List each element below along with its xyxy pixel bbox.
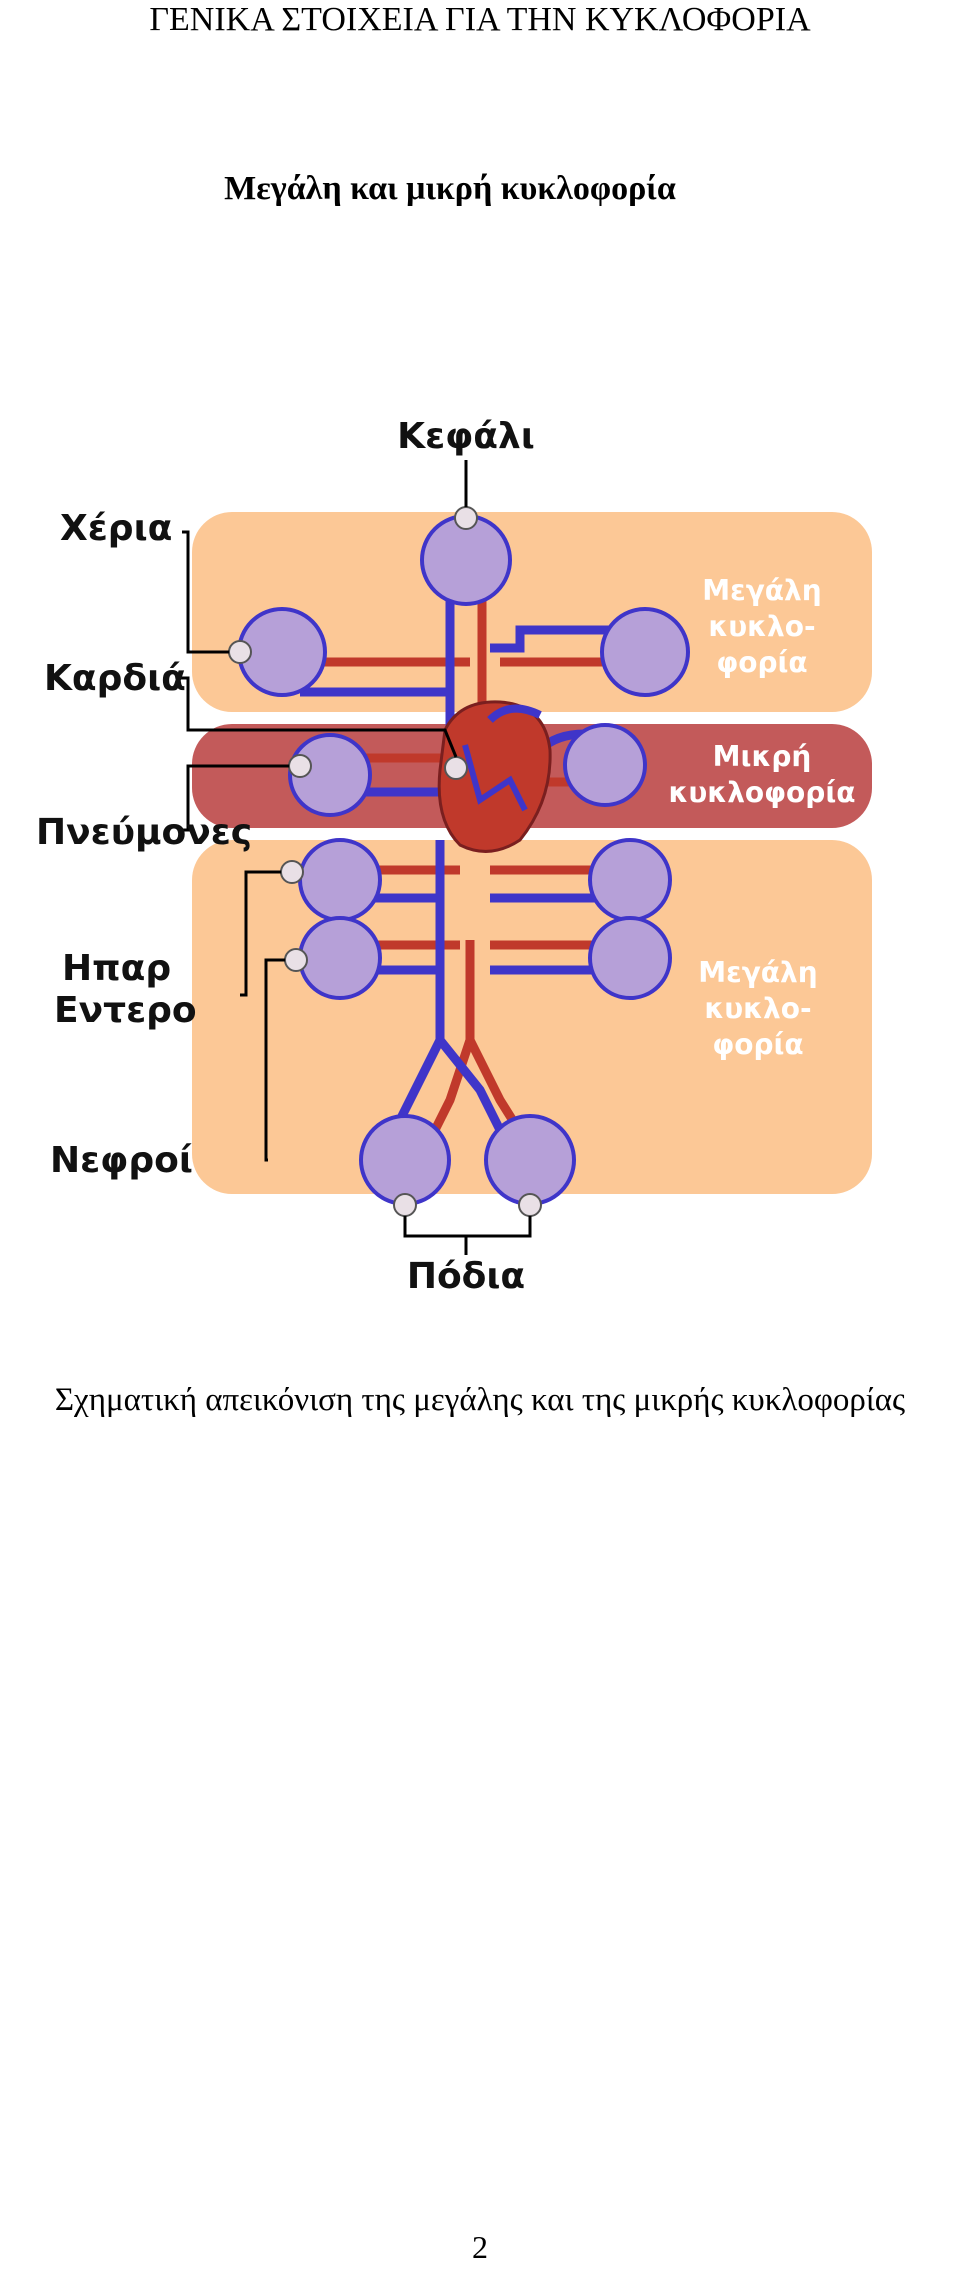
capillary-liver-right: [588, 838, 672, 922]
region-upper-line2: κυκλο-: [708, 610, 815, 643]
label-hands: Χέρια: [60, 508, 172, 549]
page-number: 2: [472, 2229, 488, 2265]
capillary-foot-left: [359, 1114, 451, 1206]
label-intestine: Εντερο: [54, 990, 197, 1031]
capillary-lungs-left: [288, 733, 372, 817]
diagram-caption: Σχηματική απεικόνιση της μεγάλης και της…: [54, 1382, 906, 1418]
circulation-diagram: Κεφάλι Χέρια Καρδιά Πνεύμονες Ηπαρ Εντερ…: [36, 416, 872, 1297]
region-lower-line1: Μεγάλη: [698, 956, 817, 989]
region-middle-line2: κυκλοφορία: [669, 776, 856, 809]
capillary-beds: [237, 514, 690, 1206]
capillary-liver: [298, 838, 382, 922]
region-lower-line3: φορία: [712, 1028, 803, 1061]
capillary-hands-right: [600, 607, 690, 697]
capillary-lungs-right: [563, 723, 647, 807]
region-middle-line1: Μικρή: [713, 740, 812, 773]
leader-lines: [180, 460, 532, 1255]
region-upper-line1: Μεγάλη: [702, 574, 821, 607]
label-feet: Πόδια: [407, 1256, 525, 1297]
region-upper-line3: φορία: [716, 646, 807, 679]
heart: [437, 700, 552, 853]
capillary-foot-right: [484, 1114, 576, 1206]
label-kidneys: Νεφροί: [50, 1140, 193, 1181]
label-heart: Καρδιά: [44, 658, 186, 699]
label-head: Κεφάλι: [397, 416, 535, 457]
capillary-intestine-right: [588, 916, 672, 1000]
label-lungs: Πνεύμονες: [36, 812, 252, 853]
page-header: ΓΕΝΙΚΑ ΣΤΟΙΧΕΙΑ ΓΙΑ ΤΗΝ ΚΥΚΛΟΦΟΡΙΑ: [149, 1, 811, 38]
diagram-title: Μεγάλη και μικρή κυκλοφορία: [224, 170, 676, 207]
region-lower-line2: κυκλο-: [704, 992, 811, 1025]
capillary-intestine: [298, 916, 382, 1000]
label-liver: Ηπαρ: [62, 948, 171, 989]
